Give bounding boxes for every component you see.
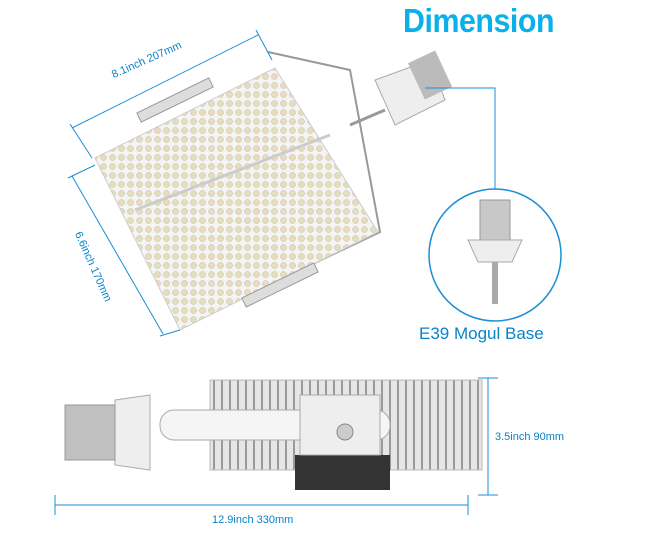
page-title: Dimension	[403, 2, 555, 39]
depth-dimension-line	[478, 377, 498, 496]
base-label: E39 Mogul Base	[419, 324, 544, 343]
mogul-base-detail	[428, 188, 562, 322]
lamp-side-view	[64, 379, 483, 490]
depth-label: 3.5inch 90mm	[495, 431, 565, 443]
height-dimension-line	[67, 164, 181, 337]
width-dimension-line	[69, 29, 273, 159]
length-dimension-line	[54, 495, 469, 515]
length-label: 12.9inch 330mm	[212, 514, 294, 526]
mogul-base-small	[349, 50, 496, 190]
led-panel-top-view	[94, 51, 382, 331]
